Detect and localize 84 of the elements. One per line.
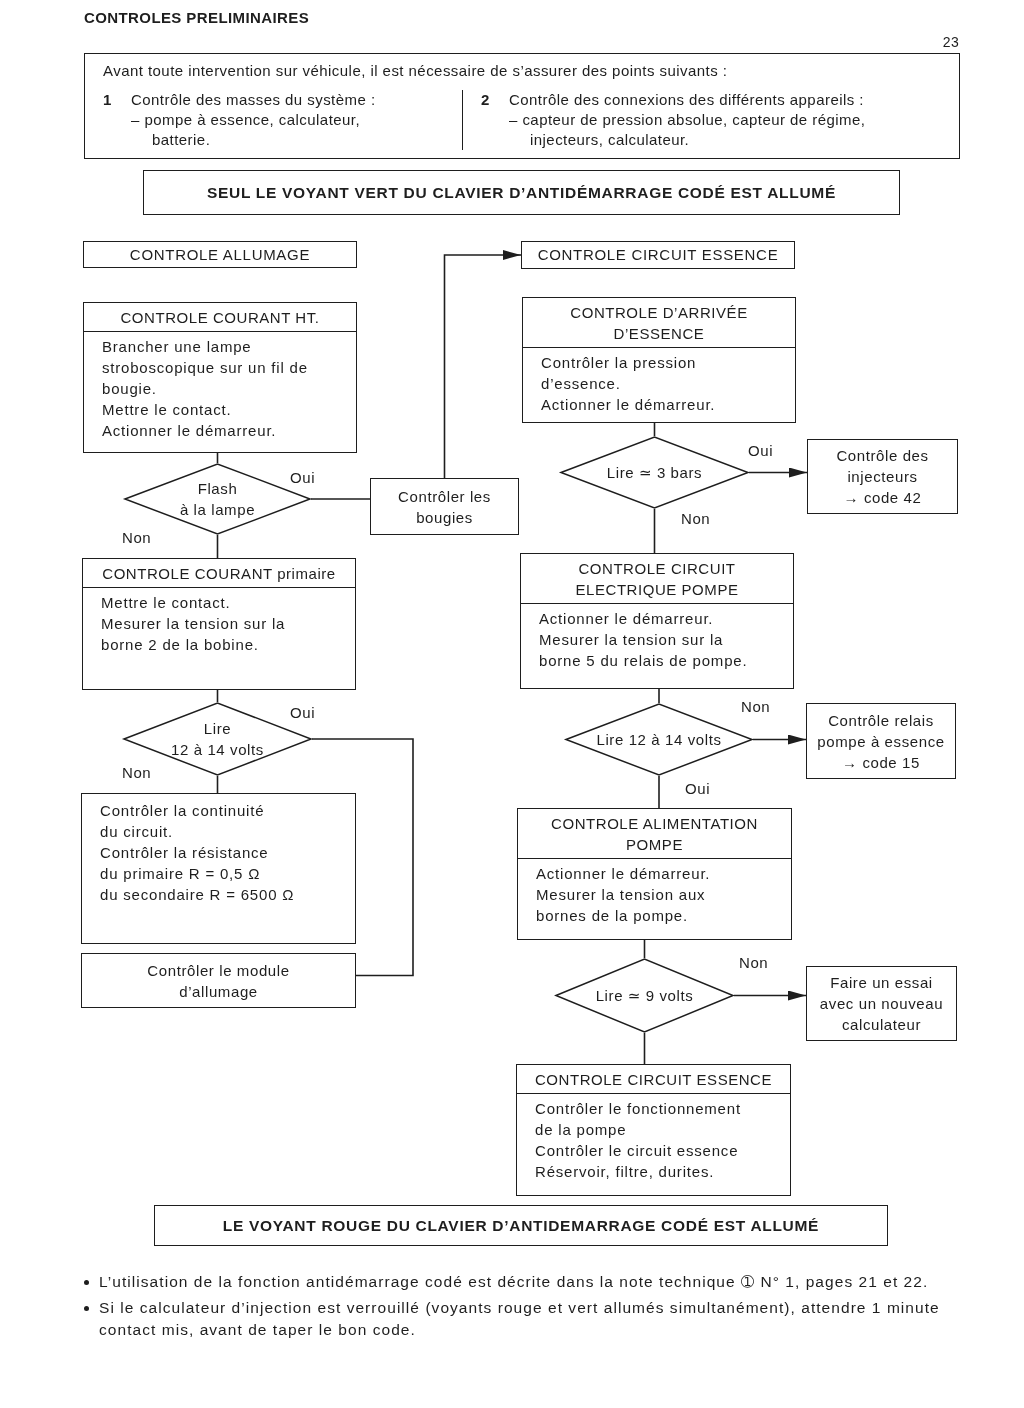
decision-text: à la lampe xyxy=(179,500,256,520)
connector-line xyxy=(311,738,414,977)
action-text: → code 15 xyxy=(842,752,920,773)
instruction-text: Réservoir, filtre, durites. xyxy=(535,1162,716,1182)
arrow xyxy=(443,250,522,479)
list-number: 1 xyxy=(103,90,113,110)
decision-text: Flash xyxy=(197,479,238,499)
note-text: L’utilisation de la fonction antidémarrage codé est décrite dans la note technique ➀ N° 1, pages 21 et 22. xyxy=(99,1272,929,1292)
banner-text: LE VOYANT ROUGE DU CLAVIER D’ANTIDEMARRAGE CODÉ EST ALLUMÉ xyxy=(222,1215,820,1236)
action-box xyxy=(370,478,519,535)
process-box xyxy=(517,808,792,940)
instruction-text: Actionner le démarreur. xyxy=(536,864,712,884)
connector-line xyxy=(653,508,656,554)
connector-line xyxy=(310,498,371,500)
action-box xyxy=(81,953,356,1008)
instruction-text: Mesurer la tension sur la borne 2 de la bobine. xyxy=(101,614,287,655)
action-box xyxy=(806,966,957,1041)
section-title: CONTROLE ALLUMAGE xyxy=(129,244,311,265)
action-text: Contrôler les bougies xyxy=(397,486,492,528)
process-box xyxy=(81,793,356,944)
box-heading: CONTROLE CIRCUIT ELECTRIQUE POMPE xyxy=(521,554,793,604)
instruction-text: Contrôler la résistance xyxy=(100,843,270,863)
process-box xyxy=(82,558,356,690)
process-box xyxy=(516,1064,791,1196)
list-item-text: – pompe à essence, calculateur, batterie. xyxy=(131,110,362,150)
connector-line xyxy=(216,534,219,559)
process-box xyxy=(522,297,796,423)
instruction-text: Contrôler la continuité du circuit. xyxy=(100,801,266,842)
decision-text: Lire ≃ 3 bars xyxy=(606,463,703,483)
instruction-text: Mettre le contact. xyxy=(101,593,232,613)
action-box xyxy=(806,703,956,779)
action-text: Contrôle relais pompe à essence xyxy=(816,710,946,752)
instruction-text: Mesurer la tension sur la borne 5 du relais de pompe. xyxy=(539,630,749,671)
arrow xyxy=(733,990,807,1001)
arrow xyxy=(748,467,808,478)
note-box xyxy=(84,53,960,159)
list-number: 2 xyxy=(481,90,491,110)
section-title-box xyxy=(83,241,357,268)
box-heading: CONTROLE CIRCUIT ESSENCE xyxy=(517,1065,790,1094)
decision-text: Lire 12 à 14 volts xyxy=(596,730,722,750)
list-heading: Contrôle des connexions des différents appareils : xyxy=(509,90,865,110)
instruction-text: Mettre le contact. xyxy=(102,400,233,420)
instruction-text: Actionner le démarreur. xyxy=(541,395,717,415)
banner-box xyxy=(143,170,900,215)
instruction-text: du secondaire R = 6500 Ω xyxy=(100,885,296,905)
decision-diamond xyxy=(123,702,312,776)
decision-diamond xyxy=(555,958,734,1033)
list-heading: Contrôle des masses du système : xyxy=(131,90,377,110)
instruction-text: Contrôler la pression d’essence. xyxy=(541,353,698,394)
instruction-text: du primaire R = 0,5 Ω xyxy=(100,864,262,884)
box-heading: CONTROLE COURANT primaire xyxy=(83,559,355,588)
section-title-box xyxy=(521,241,795,269)
connector-line xyxy=(643,1032,646,1065)
connector-line xyxy=(658,688,660,704)
connector-line xyxy=(658,775,660,809)
action-text: → code 42 xyxy=(843,488,922,508)
box-heading: CONTROLE COURANT HT. xyxy=(84,303,356,332)
list-item-text: – capteur de pression absolue, capteur de régime, injecteurs, calculateur. xyxy=(509,110,867,150)
banner-box xyxy=(154,1205,888,1246)
page-title: CONTROLES PRELIMINAIRES xyxy=(84,9,310,27)
box-heading: CONTROLE D’ARRIVÉE D’ESSENCE xyxy=(523,298,795,348)
intro-text: Avant toute intervention sur véhicule, il est nécessaire de s’assurer des points suivants : xyxy=(103,61,729,81)
action-box xyxy=(807,439,958,514)
banner-text: SEUL LE VOYANT VERT DU CLAVIER D’ANTIDÉMARRAGE CODÉ EST ALLUMÉ xyxy=(207,182,836,203)
arrow xyxy=(752,734,807,745)
page-number: 23 xyxy=(942,34,959,50)
instruction-text: Contrôler le fonctionnement de la pompe xyxy=(535,1099,742,1140)
action-text: Contrôler le module d’allumage xyxy=(146,960,291,1002)
instruction-text: Actionner le démarreur. xyxy=(539,609,715,629)
process-box xyxy=(520,553,794,689)
instruction-text: Contrôler le circuit essence xyxy=(535,1141,740,1161)
decision-text: Lire xyxy=(203,719,232,739)
section-title: CONTROLE CIRCUIT ESSENCE xyxy=(537,245,779,265)
decision-diamond xyxy=(560,436,749,509)
process-box xyxy=(83,302,357,453)
box-heading: CONTROLE ALIMENTATION POMPE xyxy=(518,809,791,859)
note-text: Si le calculateur d’injection est verrouillé (voyants rouge et vert allumés simultanément), attendre 1 minute contact mis, avant de taper le bon code. xyxy=(99,1298,941,1340)
action-text: Contrôle des injecteurs xyxy=(835,446,930,487)
decision-text: Lire ≃ 9 volts xyxy=(595,986,694,1006)
instruction-text: Brancher une lampe stroboscopique sur un fil de bougie. xyxy=(102,337,309,399)
instruction-text: Actionner le démarreur. xyxy=(102,421,278,441)
decision-text: 12 à 14 volts xyxy=(171,740,264,760)
instruction-text: Mesurer la tension aux bornes de la pompe. xyxy=(536,885,707,926)
action-text: Faire un essai avec un nouveau calculateur xyxy=(818,973,945,1035)
